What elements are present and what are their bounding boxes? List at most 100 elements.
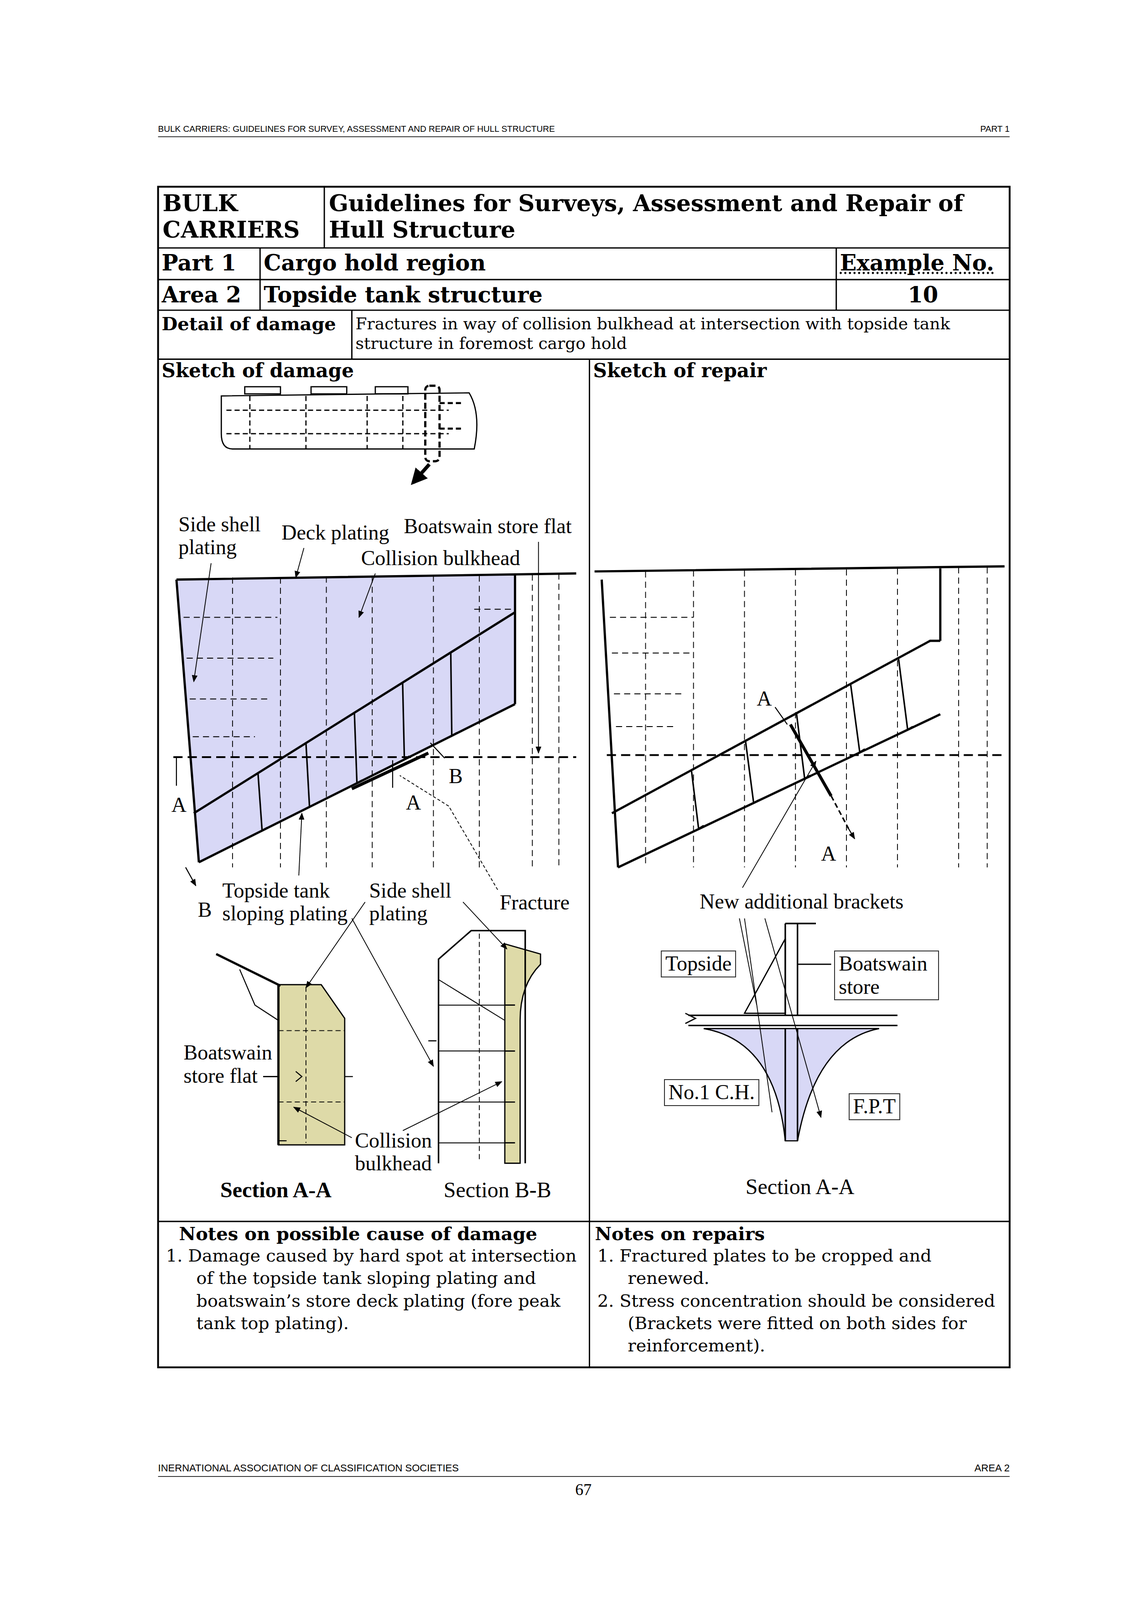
table-rules (158, 186, 1010, 1367)
note-item: 2. Stress concentration should be consid… (593, 1289, 1007, 1358)
section-title: Section B-B (443, 1177, 552, 1203)
page-rules (158, 136, 1010, 1477)
header-cell-text: BULK CARRIERS (162, 190, 321, 243)
label-box: No.1 C.H. (664, 1079, 760, 1106)
header-cell-text: Area 2 (161, 282, 257, 308)
header-cell: 10 (836, 279, 1010, 311)
part-label: Boatswain store flat (404, 514, 572, 539)
page-rules-part (158, 136, 1010, 1477)
table-rules-part (158, 186, 1010, 1367)
damage-plan-part (538, 541, 540, 753)
label-box-text: F.P.T (853, 1094, 896, 1119)
damage-section-b-b (293, 902, 541, 1164)
header-cell: BULK CARRIERS (158, 186, 325, 248)
ship-key-plan-part (311, 386, 347, 395)
repair-plan-part (775, 706, 855, 839)
damage-plan-part (295, 547, 305, 578)
damage-section-b-b-part (402, 1081, 502, 1131)
label-box: Boatswain store (834, 950, 940, 1001)
sketch-panel: Sketch of repairTopsideBoatswain storeNo… (589, 358, 1010, 1221)
part-label: New additional brackets (699, 890, 904, 914)
damage-plan-part (399, 775, 499, 890)
header-cell: Cargo hold region (259, 247, 836, 280)
header-cell: Topside tank structure (259, 279, 836, 311)
note-item: 1. Damage caused by hard spot at interse… (161, 1244, 587, 1335)
damage-plan-part (176, 573, 577, 862)
repair-section-a-a-part (785, 923, 816, 1142)
header-cell: Part 1 (158, 247, 261, 280)
header-cell-text: Part 1 (161, 250, 257, 276)
section-mark: A (171, 793, 187, 817)
header-cell: Area 2 (158, 279, 261, 311)
damage-plan-part (352, 752, 429, 789)
detail-cell: Fractures in way of collision bulkhead a… (352, 310, 1010, 359)
damage-section-b-b-part (352, 918, 434, 1067)
damage-plan-part (232, 573, 560, 867)
table-rules-part (158, 186, 1010, 1367)
ship-key-plan-part (244, 386, 281, 395)
repair-plan-part (742, 761, 816, 888)
running-footer: INERNATIONAL ASSOCIATION OF CLASSIFICATI… (158, 1462, 459, 1474)
header-cell-text: Topside tank structure (263, 282, 833, 308)
damage-section-b-b-part (504, 943, 541, 1163)
part-label: Collision bulkhead (354, 1129, 442, 1176)
damage-plan-part (258, 652, 457, 831)
header-cell-text: 10 (840, 282, 1007, 308)
running-header: PART 1 (980, 124, 1010, 135)
label-box-text: No.1 C.H. (668, 1080, 755, 1105)
repair-plan-part (607, 754, 1005, 757)
repair-plan-part (790, 724, 831, 796)
label-box: Topside (660, 950, 737, 978)
notes-cell-text: Notes on repairs (593, 1222, 1007, 1245)
part-label: Deck plating (281, 521, 390, 545)
section-mark: B (197, 898, 213, 922)
header-cell-text: Example No. (840, 250, 1007, 276)
damage-plan-part (176, 742, 445, 886)
header-cell-text: Detail of damage (161, 312, 349, 335)
part-label: Collision bulkhead (361, 546, 521, 571)
running-footer: AREA 2 (974, 1462, 1010, 1474)
damage-plan-part (358, 573, 376, 618)
damage-section-b-b-part (293, 1106, 352, 1138)
damage-section-b-b-part (438, 979, 505, 1143)
part-label: Boatswain store flat (183, 1041, 281, 1088)
header-cell-text: Cargo hold region (263, 250, 833, 276)
ship-key-plan-part (425, 385, 440, 462)
ship-key-plan (221, 385, 477, 483)
sketch-panel: Sketch of damage (158, 358, 590, 1221)
repair-plan-part (609, 617, 694, 727)
damage-section-b-b-part (438, 930, 526, 1163)
damage-plan (173, 541, 576, 890)
label-box: F.P.T (848, 1093, 901, 1121)
damage-section-a-a-part (278, 1071, 353, 1141)
header-cell: Detail of damage (158, 310, 353, 359)
part-label: Side shell plating (369, 879, 462, 926)
repair-section-a-a-part (797, 963, 832, 965)
ship-key-plan-part (413, 464, 430, 483)
part-label: Topside tank sloping plating (222, 879, 361, 926)
repair-plan-part (691, 658, 913, 829)
damage-plan-part (183, 609, 516, 737)
notes-cell: Notes on possible cause of damage1. Dama… (158, 1220, 590, 1367)
section-title: Section A-A (220, 1177, 332, 1203)
detail-cell-text: Fractures in way of collision bulkhead a… (355, 313, 1007, 353)
repair-section-a-a-part (685, 1013, 696, 1024)
damage-section-a-a-part (239, 969, 279, 1021)
ship-key-plan-part (375, 386, 409, 395)
damage-section-b-b-part (428, 1005, 515, 1143)
label-box-text: Boatswain store (838, 952, 935, 999)
running-header: BULK CARRIERS: GUIDELINES FOR SURVEY, AS… (158, 124, 556, 135)
page-number: 67 (575, 1480, 592, 1500)
ship-key-plan-part (439, 403, 465, 429)
label-box-text: Topside (665, 952, 732, 976)
title-cell-text: Guidelines for Surveys, Assessment and R… (328, 190, 1006, 243)
repair-plan-part (831, 795, 849, 829)
section-mark: A (820, 842, 836, 866)
section-mark: A (405, 791, 421, 815)
note-item: 1. Fractured plates to be cropped and re… (593, 1244, 1007, 1290)
part-label: Side shell plating (178, 513, 281, 560)
section-title: Section A-A (745, 1174, 855, 1199)
damage-plan-part (193, 563, 212, 682)
repair-plan (594, 566, 1005, 888)
notes-cell: Notes on repairs1. Fractured plates to b… (589, 1220, 1010, 1367)
